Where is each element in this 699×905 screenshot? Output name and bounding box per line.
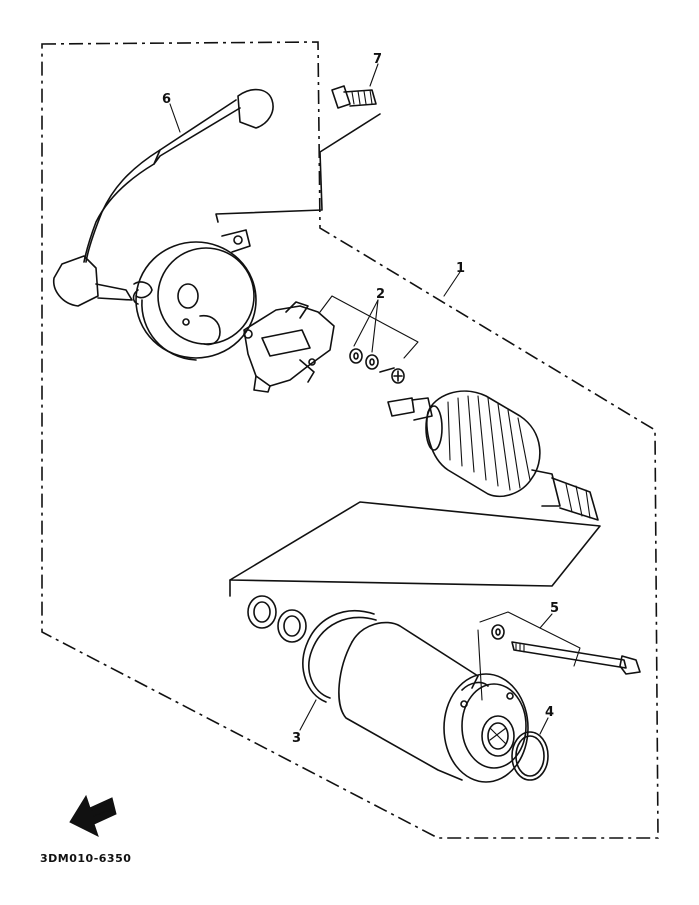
part-2-washers-screw [349,348,405,384]
callout-6: 6 [162,92,171,107]
part-6-lead-wire [53,88,274,307]
leader-3 [299,699,317,731]
bracket-5 [479,611,581,667]
leader-1 [443,271,461,297]
callout-2: 2 [376,287,385,302]
callout-3: 3 [292,731,301,746]
callout-7: 7 [373,52,382,67]
armature [387,390,599,521]
callout-4: 4 [545,705,554,720]
leader-2a [353,299,379,347]
armature-group-outline [229,501,601,587]
shims [247,595,307,643]
diagram-code: 3DM010-6350 [40,852,131,865]
leader-2b [371,299,379,353]
leader-4 [539,717,549,735]
brush-holder [243,301,335,393]
yoke-housing [338,621,529,783]
rear-cover [132,229,257,361]
part-3-o-ring [302,610,377,703]
part-4-o-ring [511,731,549,781]
callout-5: 5 [550,601,559,616]
callout-1: 1 [456,261,465,276]
part-5-through-bolt [491,624,641,675]
part-7-bolt [215,85,381,223]
assembly-boundary [41,41,659,839]
bracket-2 [319,295,419,359]
leader-7 [369,63,379,87]
forward-arrow-icon [69,794,117,837]
leader-5 [539,613,553,629]
leader-6 [169,103,181,133]
